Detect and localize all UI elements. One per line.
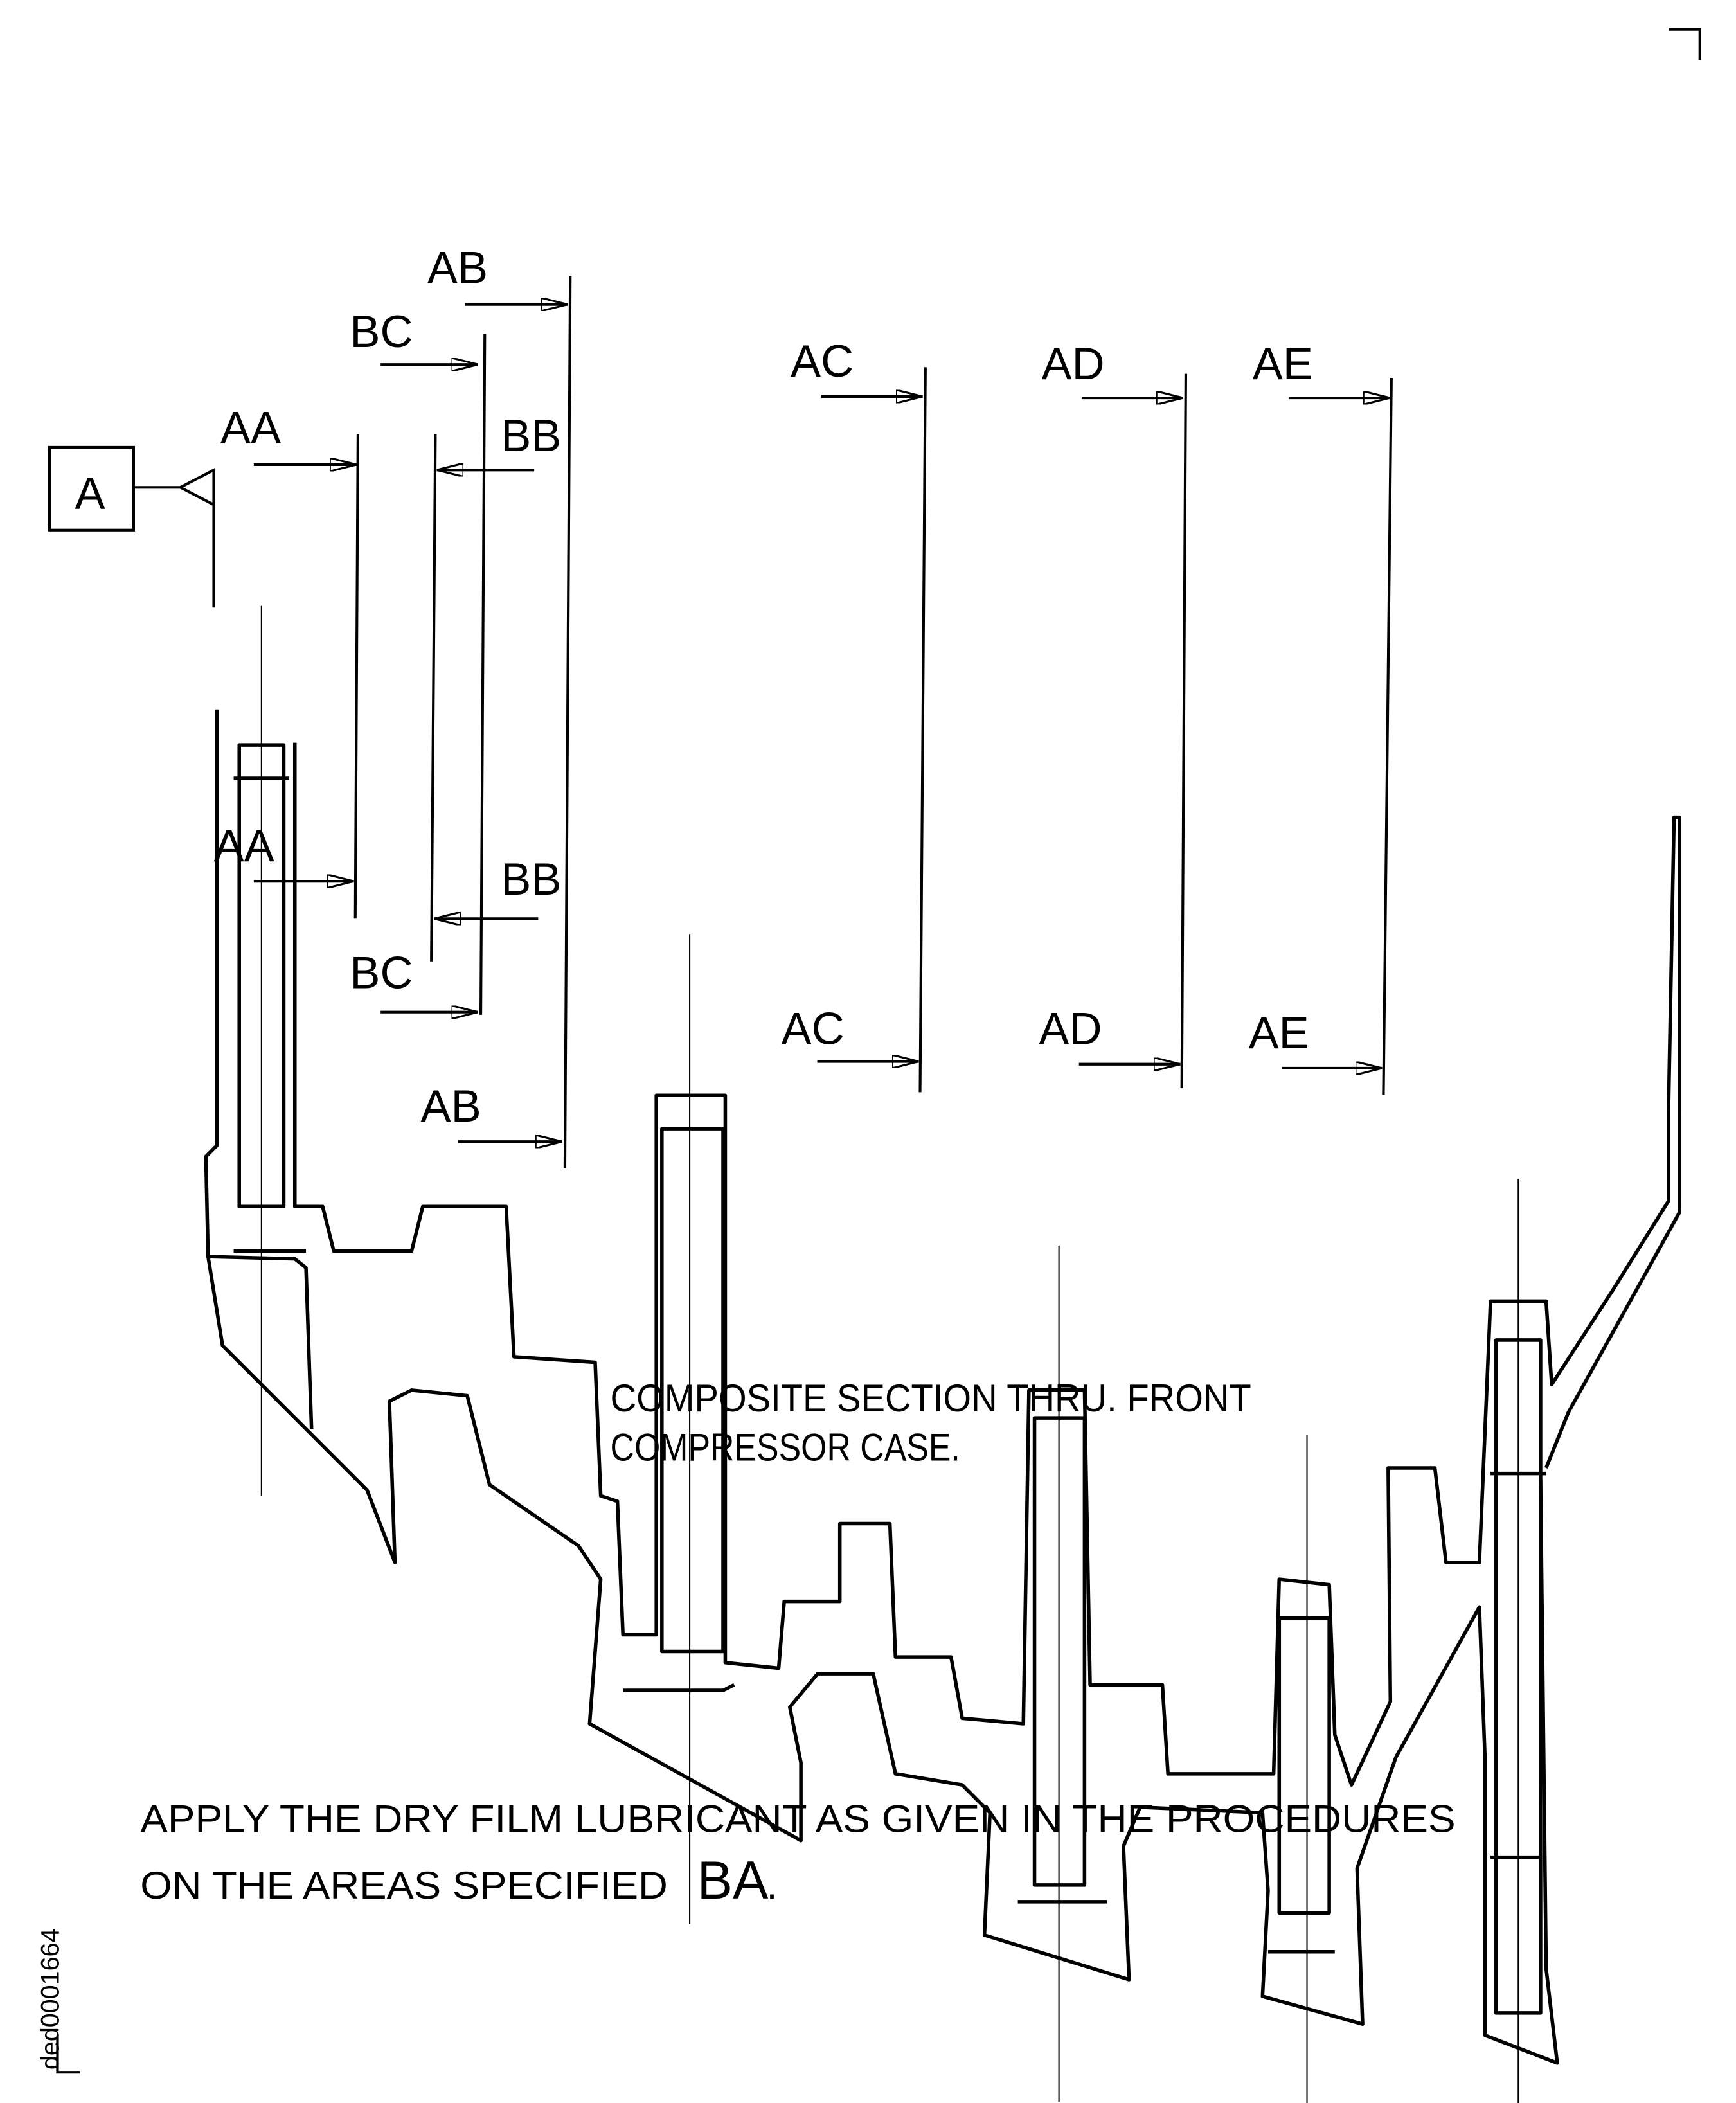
section-line-ac	[918, 367, 927, 1093]
section-line-ad	[1180, 373, 1188, 1089]
label-ad-bottom: AD	[1039, 1003, 1102, 1054]
instruction-text: APPLY THE DRY FILM LUBRICANT AS GIVEN IN…	[140, 1796, 1455, 1910]
label-aa-top: AA	[220, 402, 281, 453]
label-ac-top: AC	[791, 336, 854, 386]
label-bb-bottom: BB	[501, 854, 561, 904]
section-lines	[353, 276, 1393, 1168]
instruction-period: .	[767, 1863, 778, 1907]
section-line-bc	[479, 334, 487, 1015]
instruction-line-2: ON THE AREAS SPECIFIED	[140, 1863, 668, 1907]
detail-box-label: A	[75, 468, 105, 519]
label-bc-top: BC	[350, 306, 413, 357]
label-ae-top: AE	[1253, 338, 1313, 389]
detail-box-a: A	[48, 445, 215, 608]
section-arrows	[253, 305, 1390, 1142]
area-code: BA	[697, 1850, 769, 1910]
label-ab-top: AB	[427, 242, 488, 292]
label-ae-bottom: AE	[1249, 1007, 1309, 1058]
corner-mark	[1669, 28, 1701, 60]
label-bb-top: BB	[501, 410, 561, 461]
section-labels: AB BC AA BB AC AD AE AA BB BC AB AC AD A…	[214, 242, 1313, 1131]
figure-caption: COMPOSITE SECTION THRU. FRONT COMPRESSOR…	[611, 1376, 1251, 1469]
figure-id: ded0001664	[37, 1929, 80, 2074]
label-aa-bottom: AA	[214, 820, 274, 871]
section-line-bb	[430, 434, 437, 962]
compressor-case-section	[204, 605, 1682, 2103]
label-ab-bottom: AB	[421, 1080, 481, 1131]
caption-line-2: COMPRESSOR CASE.	[611, 1426, 960, 1469]
label-ad-top: AD	[1042, 338, 1105, 389]
figure-id-text: ded0001664	[37, 1929, 65, 2070]
section-line-aa	[353, 434, 359, 919]
caption-line-1: COMPOSITE SECTION THRU. FRONT	[611, 1376, 1251, 1420]
section-line-ae	[1382, 377, 1393, 1095]
section-line-ab	[563, 276, 572, 1168]
label-bc-bottom: BC	[350, 947, 413, 998]
label-ac-bottom: AC	[781, 1003, 844, 1054]
instruction-line-1: APPLY THE DRY FILM LUBRICANT AS GIVEN IN…	[140, 1796, 1455, 1840]
